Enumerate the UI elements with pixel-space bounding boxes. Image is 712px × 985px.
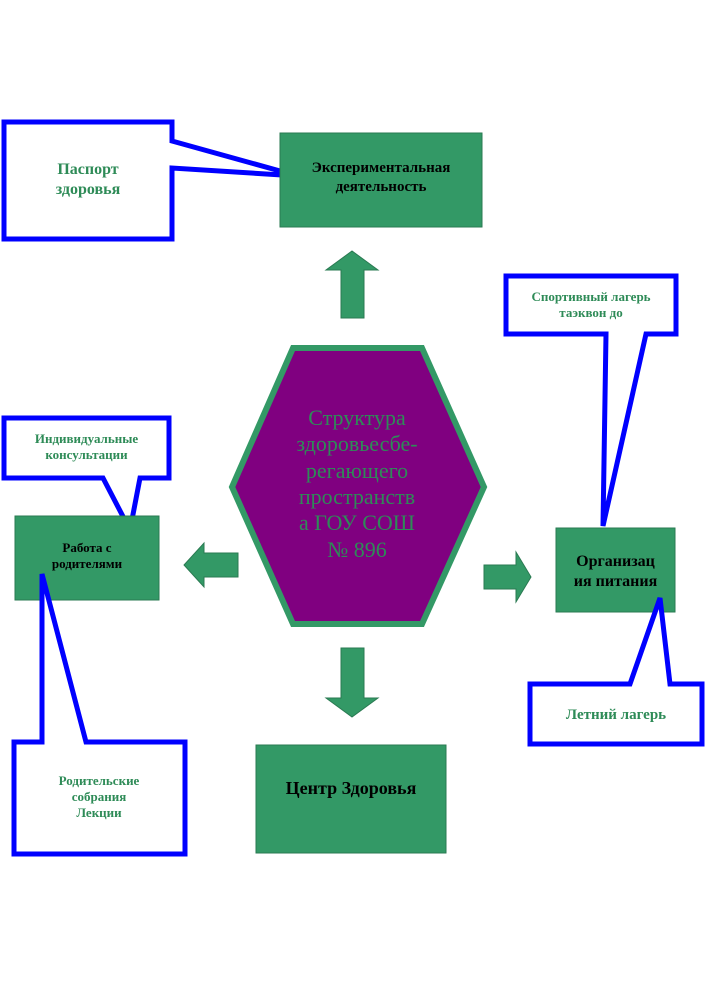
center-hexagon-shape xyxy=(228,345,488,627)
center-hexagon-title: Структура здоровьесбе- регающего простра… xyxy=(296,404,418,562)
callout-sport-camp-shape xyxy=(503,273,679,527)
callout-parent-meetings-shape xyxy=(11,573,188,857)
box-experimental-text: Экспериментальная деятельность xyxy=(311,160,451,195)
box-nutrition-shape xyxy=(555,527,676,613)
box-health-center-shape xyxy=(255,744,447,854)
callout-consultations-text: Индивидуальные консультации xyxy=(34,430,139,462)
callout-summer-camp-text: Летний лагерь xyxy=(565,706,667,723)
callout-parent-meetings-text: Родительские собрания Лекции xyxy=(58,772,140,821)
callout-health-passport-shape xyxy=(1,119,299,242)
arrow-up xyxy=(324,250,380,319)
box-health-center-text: Центр Здоровья xyxy=(285,777,417,798)
arrow-right xyxy=(483,550,532,604)
box-experimental-shape xyxy=(279,132,483,228)
box-parents-work-shape xyxy=(14,515,160,601)
callout-health-passport-text: Паспорт здоровья xyxy=(55,161,121,198)
callout-summer-camp-shape xyxy=(527,597,705,747)
callout-sport-camp-text: Спортивный лагерь таэквон до xyxy=(531,288,651,320)
arrow-down xyxy=(324,647,380,718)
callout-consultations-shape xyxy=(1,415,172,538)
box-parents-work-text: Работа с родителями xyxy=(51,539,123,571)
box-nutrition-text: Организац ия питания xyxy=(573,553,658,590)
arrow-left xyxy=(183,541,239,589)
